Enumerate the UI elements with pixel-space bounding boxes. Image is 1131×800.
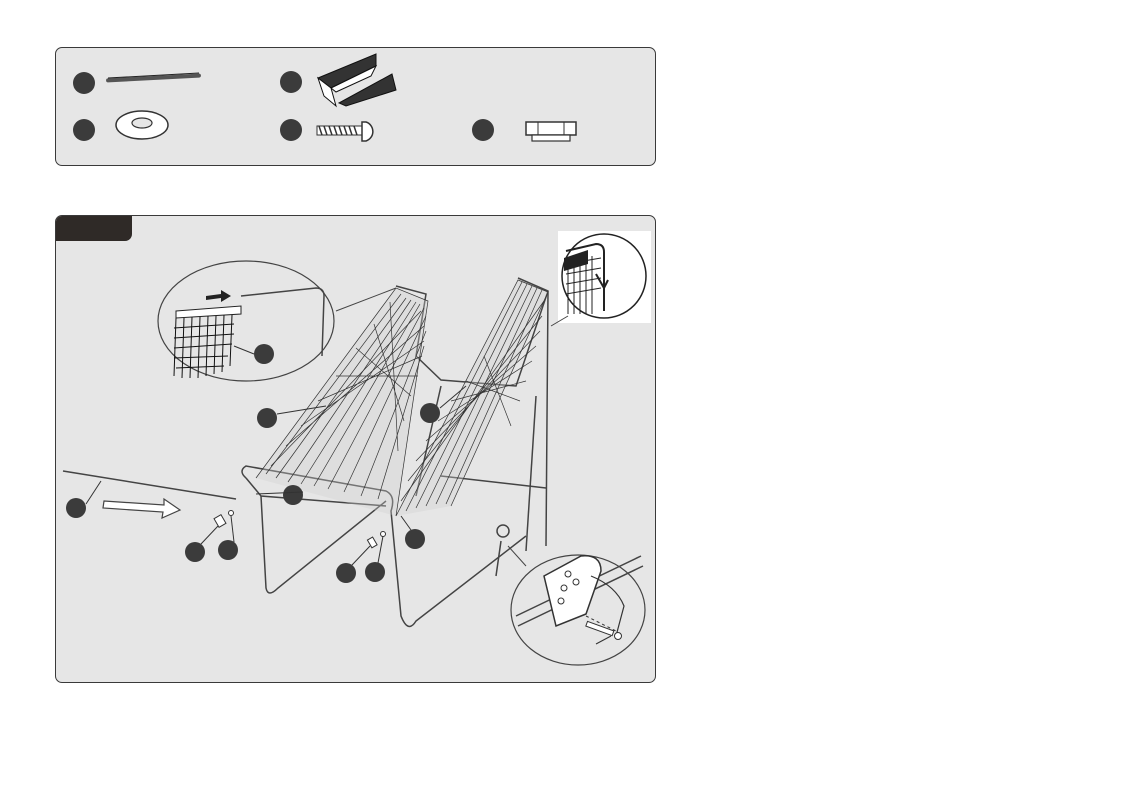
callout-bolt-right: [336, 563, 356, 583]
parts-list-panel: [55, 47, 656, 166]
part-bolt: [280, 119, 374, 142]
callout-washer-right: [365, 562, 385, 582]
callout-washer-left: [218, 540, 238, 560]
part-net-panel: [280, 53, 397, 108]
callout-rod: [66, 498, 86, 518]
part-nut-callout: [472, 119, 494, 141]
part-bolt-callout: [280, 119, 302, 141]
part-net-panel-callout: [280, 71, 302, 93]
push-arrow-icon: [206, 290, 231, 302]
callout-bolt-left: [185, 542, 205, 562]
bolt-assembly-left: [213, 510, 234, 529]
net-panel-icon: [317, 53, 397, 108]
part-washer-callout: [73, 119, 95, 141]
step-callouts: [66, 385, 467, 583]
basketball-frame-illustration: [62, 277, 549, 628]
part-washer: [73, 110, 169, 141]
callout-net-left: [257, 408, 277, 428]
part-rod: [73, 72, 201, 94]
right-net: [395, 279, 549, 517]
left-net: [255, 287, 429, 517]
right-arrow-icon: [102, 497, 182, 520]
part-rod-callout: [73, 72, 95, 94]
callout-frame-left: [283, 485, 303, 505]
assembly-step-panel: [55, 215, 656, 683]
bolt-icon: [316, 121, 374, 142]
hook-detail: [550, 231, 651, 327]
net-attachment-detail: [157, 260, 397, 382]
callout-detail-net: [254, 344, 274, 364]
callout-frame-right: [405, 529, 425, 549]
hinge-plate-detail: [507, 545, 646, 666]
nut-icon: [525, 121, 577, 142]
washer-icon: [115, 110, 169, 140]
step-number-tab: [56, 216, 132, 241]
rod-icon: [106, 72, 201, 83]
part-nut: [472, 119, 577, 142]
callout-net-right: [420, 403, 440, 423]
